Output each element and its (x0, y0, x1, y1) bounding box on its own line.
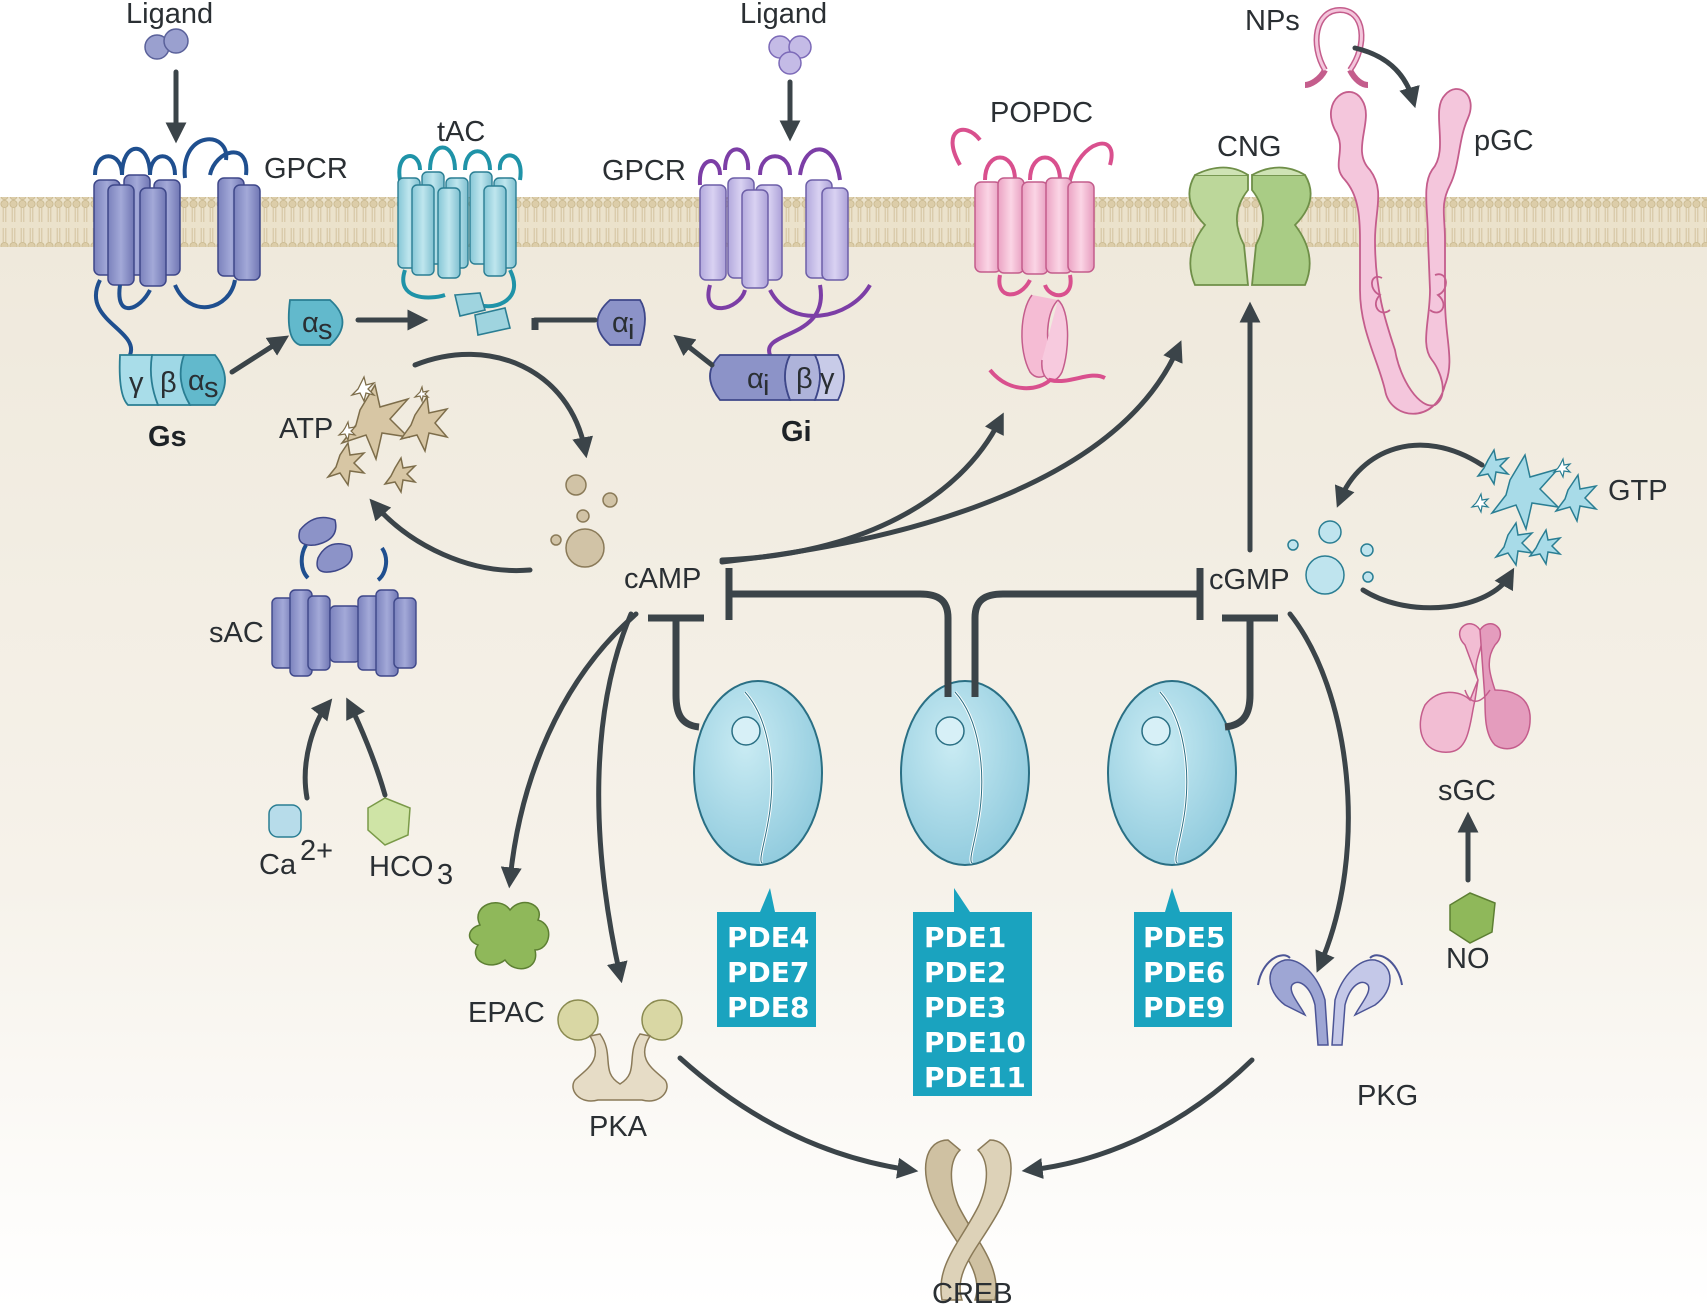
gs-alpha-label: α (188, 365, 205, 397)
sgc-icon (1419, 623, 1531, 753)
svg-text:α: α (612, 307, 629, 339)
popdc-label: POPDC (990, 97, 1093, 129)
camp-label: cAMP (624, 563, 701, 595)
sgc-label: sGC (1438, 775, 1496, 807)
pde-label-box-3: PDE5 PDE6 PDE9 (1134, 888, 1232, 1027)
plasma-membrane (0, 197, 1707, 247)
pgc-receptor (1330, 88, 1472, 415)
pde-item: PDE4 (727, 921, 809, 954)
pde-label-box-1: PDE4 PDE7 PDE8 (717, 888, 816, 1027)
svg-text:s: s (318, 314, 333, 346)
svg-text:α: α (747, 363, 764, 395)
svg-text:β: β (796, 363, 813, 395)
pkg-label: PKG (1357, 1080, 1418, 1112)
bicarbonate-label: HCO (369, 851, 433, 883)
bicarbonate-sub: 3 (437, 859, 453, 891)
svg-text:α: α (302, 307, 319, 339)
calcium-label: Ca (259, 849, 297, 881)
epac-label: EPAC (468, 997, 545, 1029)
nps-label: NPs (1245, 5, 1300, 37)
pde-item: PDE7 (727, 956, 809, 989)
pde-item: PDE5 (1143, 921, 1225, 954)
pde-enzyme-2 (900, 680, 1030, 866)
svg-text:γ: γ (820, 363, 835, 395)
gs-heterotrimer: γ β α s (118, 354, 226, 406)
cgmp-molecules (1287, 520, 1374, 595)
pde-label-box-2: PDE1 PDE2 PDE3 PDE10 PDE11 (913, 888, 1032, 1096)
pde-item: PDE11 (924, 1061, 1026, 1094)
ligand-left-label: Ligand (126, 0, 213, 30)
cgmp-label: cGMP (1209, 564, 1290, 596)
creb-label: CREB (932, 1278, 1013, 1309)
gpcr-left-label: GPCR (264, 153, 348, 185)
pde-item: PDE1 (924, 921, 1006, 954)
ligand-mid-label: Ligand (740, 0, 827, 30)
epac-icon (468, 901, 550, 970)
gs-beta-label: β (160, 367, 177, 399)
bicarbonate-icon (367, 797, 411, 846)
gpcr-right-label: GPCR (602, 155, 686, 187)
alpha-s-subunit: α s (287, 299, 344, 346)
pde-item: PDE9 (1143, 991, 1225, 1024)
no-label: NO (1446, 943, 1490, 975)
gs-gamma-label: γ (129, 367, 144, 399)
pde-inhibition-lines (531, 318, 1278, 731)
camp-molecules (550, 474, 618, 568)
atp-label: ATP (279, 413, 333, 445)
pde-item: PDE2 (924, 956, 1006, 989)
gpcr-gs-receptor (93, 28, 261, 356)
creb-icon (924, 1139, 1012, 1301)
pde-enzyme-1 (693, 680, 823, 866)
pde-item: PDE3 (924, 991, 1006, 1024)
svg-text:i: i (628, 314, 634, 346)
gi-heterotrimer: α i β γ (709, 354, 845, 402)
pka-icon (557, 999, 683, 1102)
popdc-protein (950, 127, 1114, 391)
sac-adenylyl-cyclase (271, 516, 417, 677)
np-ligand-icon (1304, 6, 1369, 88)
alpha-i-subunit: α i (596, 299, 646, 346)
no-icon (1449, 892, 1496, 944)
pgc-label: pGC (1474, 125, 1534, 157)
activation-arrows (165, 45, 1515, 1179)
cng-label: CNG (1217, 131, 1281, 163)
pde-enzyme-3 (1107, 680, 1237, 866)
calcium-sup: 2+ (300, 835, 333, 867)
pka-label: PKA (589, 1111, 648, 1143)
pkg-icon (1257, 954, 1403, 1046)
cytoplasm (0, 245, 1707, 1309)
gi-label: Gi (781, 416, 812, 448)
cng-channel (1188, 166, 1312, 286)
gpcr-gi-receptor (697, 35, 872, 356)
tac-adenylyl-cyclase (397, 145, 523, 336)
pde-item: PDE10 (924, 1026, 1026, 1059)
gs-alpha-sub: s (204, 372, 219, 404)
pde-item: PDE6 (1143, 956, 1225, 989)
gs-label: Gs (148, 421, 187, 453)
svg-text:i: i (763, 370, 769, 402)
sac-label: sAC (209, 617, 264, 649)
gtp-label: GTP (1608, 475, 1668, 507)
calcium-ion-icon (268, 804, 302, 838)
tac-label: tAC (437, 116, 485, 148)
atp-molecules (325, 375, 450, 495)
pde-item: PDE8 (727, 991, 809, 1024)
gtp-molecules (1470, 447, 1599, 568)
